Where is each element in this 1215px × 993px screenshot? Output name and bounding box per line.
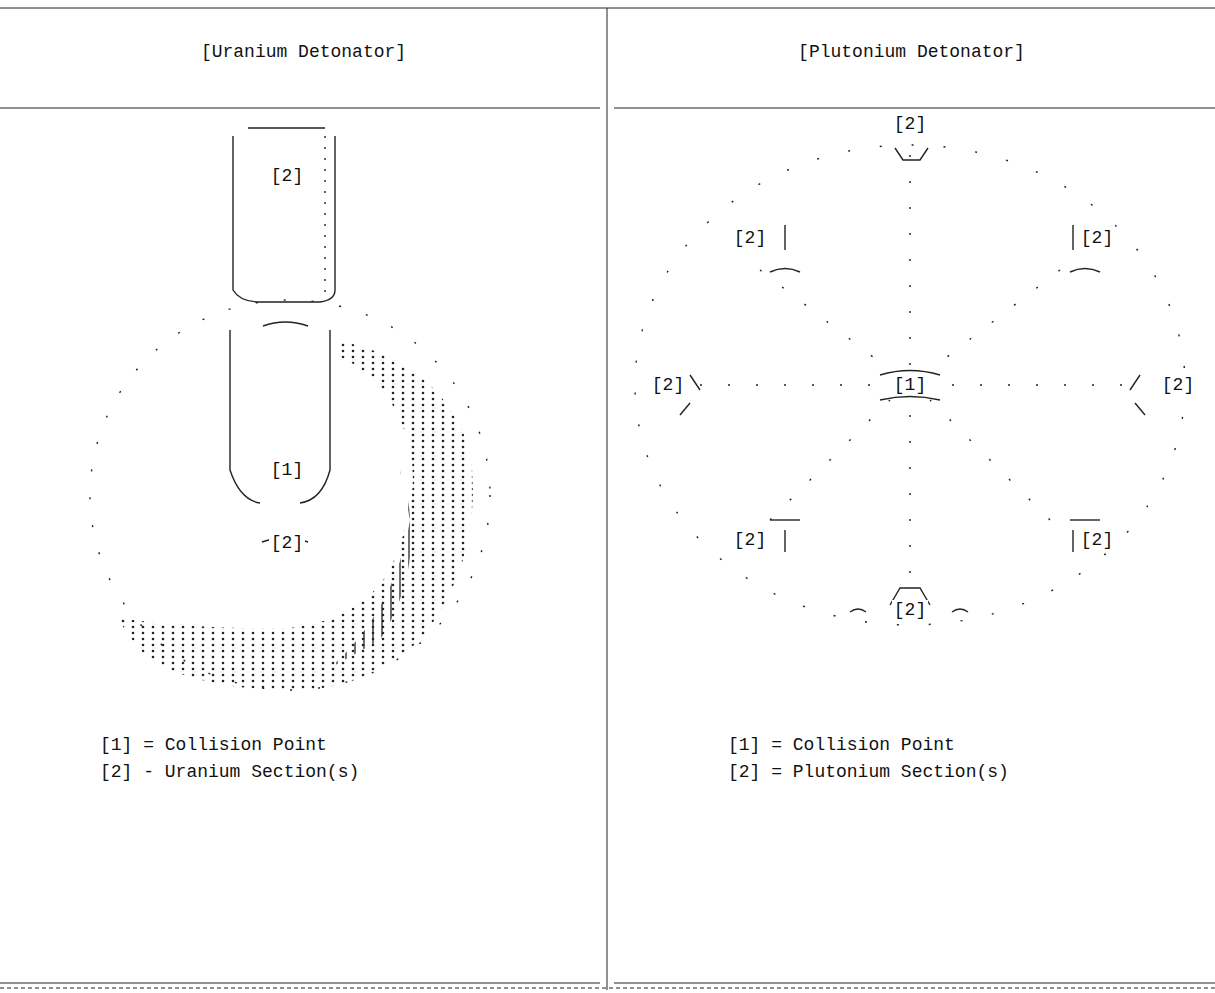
callout-number: [2] [892,600,928,620]
callout-number: [2] [269,533,305,553]
callout-number: [2] [1079,228,1115,248]
callout-number: [2] [1160,375,1196,395]
callout-number: [2] [892,114,928,134]
plutonium-illustration [635,145,1185,625]
frame-lines [0,8,1215,990]
callout-number: [2] [650,375,686,395]
callout-number: [2] [269,166,305,186]
panel-title: [Uranium Detonator] [0,42,607,62]
legend-entry: [1] = Collision Point [100,733,327,757]
panel: [Uranium Detonator] [0,8,607,983]
callout-number: [1] [269,460,305,480]
panel-title: [Plutonium Detonator] [608,42,1215,62]
callout-number: [2] [732,530,768,550]
legend-entry: [1] = Collision Point [728,733,955,757]
uranium-illustration [90,128,490,690]
callout-number: [2] [732,228,768,248]
legend-entry: [2] = Plutonium Section(s) [728,760,1009,784]
panel: [Plutonium Detonator] [608,8,1215,983]
legend-entry: [2] - Uranium Section(s) [100,760,359,784]
callout-number: [2] [1079,530,1115,550]
callout-number: [1] [892,375,928,395]
